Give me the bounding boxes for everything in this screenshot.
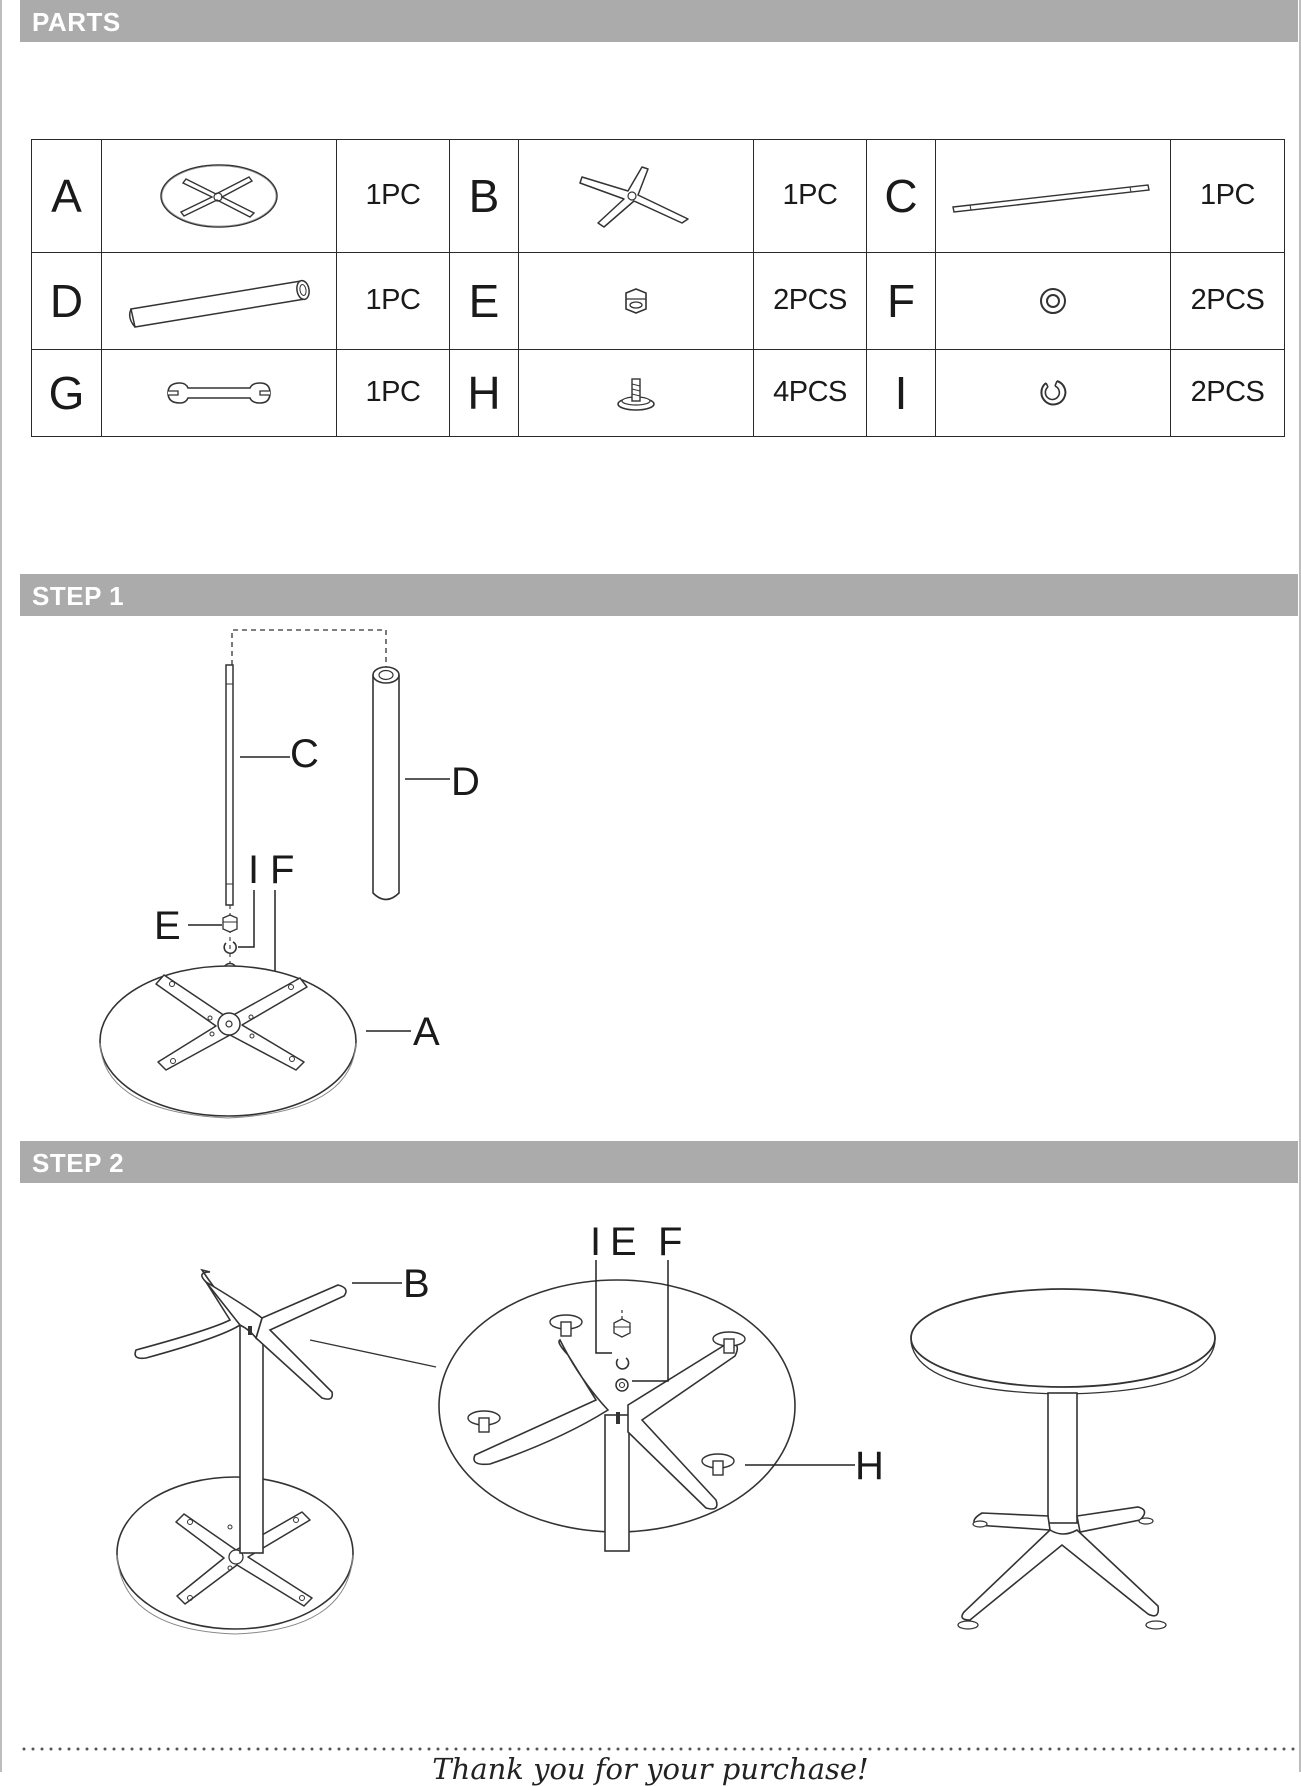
leveling-foot-icon: [617, 378, 655, 411]
part-quantity: 1PC: [336, 139, 450, 253]
left-border: [0, 0, 2, 1772]
step1-section-header: STEP 1: [20, 574, 1298, 616]
part-quantity: 2PCS: [1170, 348, 1285, 438]
part-letter: B: [449, 139, 519, 253]
part-letter: D: [31, 251, 102, 350]
part-quantity: 1PC: [753, 139, 867, 253]
callout-h: H: [855, 1444, 884, 1488]
part-quantity: 4PCS: [753, 348, 867, 438]
part-quantity: 1PC: [1170, 139, 1285, 253]
round-table-top-icon: [160, 164, 278, 228]
parts-row: D 1PC E 2PCS F: [31, 251, 1285, 350]
parts-table: A 1PC B 1PC C: [31, 139, 1285, 438]
callout-f: F: [658, 1220, 683, 1264]
part-letter: A: [31, 139, 102, 253]
callout-i: I: [590, 1220, 602, 1264]
part-quantity: 1PC: [336, 348, 450, 438]
part-letter: I: [866, 348, 936, 438]
threaded-rod-icon: [952, 184, 1150, 213]
spring-washer-icon: [1040, 379, 1067, 406]
thank-you-message: Thank you for your purchase!: [432, 1752, 869, 1786]
part-quantity: 2PCS: [1170, 251, 1285, 350]
callout-e: E: [154, 904, 181, 948]
callout-c: C: [290, 732, 319, 776]
parts-row: G 1PC H 4PCS: [31, 348, 1285, 438]
part-letter: G: [31, 348, 102, 438]
star-base-icon: [579, 166, 689, 228]
callout-e: E: [610, 1220, 637, 1264]
part-quantity: 2PCS: [753, 251, 867, 350]
step2-section-header: STEP 2: [20, 1141, 1298, 1183]
right-border: [1299, 0, 1301, 1772]
part-quantity: 1PC: [336, 251, 450, 350]
dotted-divider: [22, 1747, 1298, 1751]
parts-row: A 1PC B 1PC C: [31, 139, 1285, 253]
callout-f: F: [270, 848, 295, 892]
callout-d: D: [451, 760, 480, 804]
hex-nut-icon: [625, 287, 647, 314]
part-letter: C: [866, 139, 936, 253]
wrench-icon: [167, 382, 271, 404]
parts-section-header: PARTS: [20, 0, 1298, 42]
callout-a: A: [413, 1010, 440, 1054]
step1-diagram: [99, 629, 450, 1119]
column-tube-icon: [128, 279, 310, 328]
callout-i: I: [248, 848, 260, 892]
part-letter: F: [866, 251, 936, 350]
part-letter: H: [449, 348, 519, 438]
callout-b: B: [403, 1262, 430, 1306]
washer-icon: [1040, 287, 1066, 314]
step2-diagram: [116, 1260, 1216, 1635]
part-letter: E: [449, 251, 519, 350]
